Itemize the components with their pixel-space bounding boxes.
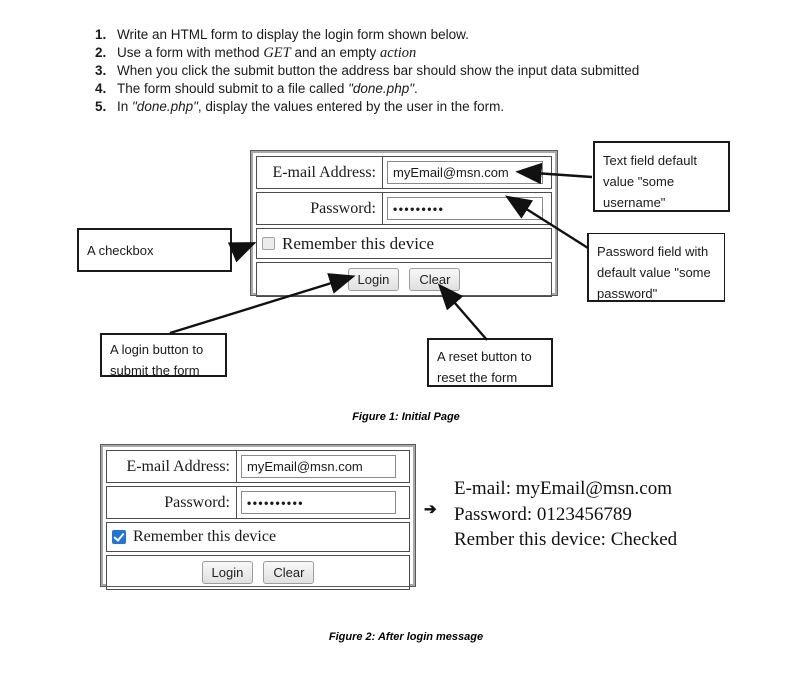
- password-row: Password: ••••••••••: [106, 486, 410, 519]
- buttons-row: Login Clear: [106, 555, 410, 590]
- clear-button[interactable]: Clear: [263, 561, 315, 584]
- email-row: E-mail Address: myEmail@msn.com: [106, 450, 410, 483]
- instruction-number: 5.: [95, 99, 107, 114]
- instruction-item: 3. When you click the submit button the …: [95, 63, 639, 81]
- instruction-item: 4. The form should submit to a file call…: [95, 81, 639, 99]
- figure1-caption: Figure 1: Initial Page: [352, 411, 460, 423]
- clear-button[interactable]: Clear: [409, 268, 461, 291]
- email-row: E-mail Address: myEmail@msn.com: [256, 156, 552, 189]
- text-part: Write an HTML form to display the login …: [117, 27, 469, 42]
- arrow-to-checkbox: [227, 242, 257, 263]
- login-button[interactable]: Login: [347, 268, 400, 291]
- result-line-remember: Rember this device: Checked: [454, 529, 678, 550]
- buttons-row: Login Clear: [256, 262, 552, 297]
- login-form-after: E-mail Address: myEmail@msn.com Password…: [100, 444, 416, 590]
- instruction-list: 1. Write an HTML form to display the log…: [95, 27, 639, 117]
- instruction-number: 1.: [95, 27, 107, 42]
- email-label: E-mail Address:: [107, 451, 237, 482]
- password-cell: ••••••••••: [237, 487, 409, 518]
- result-line-email: E-mail: myEmail@msn.com: [454, 478, 673, 499]
- text-part: .: [414, 81, 418, 96]
- remember-label: Remember this device: [282, 233, 435, 253]
- figure2-caption: Figure 2: After login message: [328, 631, 484, 643]
- password-label: Password:: [107, 487, 237, 518]
- instruction-text: Write an HTML form to display the login …: [117, 27, 469, 42]
- email-label: E-mail Address:: [257, 157, 383, 188]
- email-input[interactable]: myEmail@msn.com: [241, 455, 396, 478]
- password-cell: •••••••••: [383, 193, 551, 224]
- text-part: "done.php": [132, 99, 198, 114]
- after-login-message: E-mail: myEmail@msn.com Password: 012345…: [454, 476, 677, 553]
- login-form-initial: E-mail Address: myEmail@msn.com Password…: [250, 150, 558, 297]
- remember-row: Remember this device: [256, 228, 552, 259]
- email-cell: myEmail@msn.com: [237, 451, 409, 482]
- callout-username-default: Text field default value "some username": [593, 141, 730, 212]
- login-button[interactable]: Login: [201, 561, 254, 584]
- text-part: GET: [263, 45, 291, 61]
- text-part: In: [117, 99, 133, 114]
- instruction-number: 3.: [95, 63, 107, 78]
- password-input[interactable]: •••••••••: [387, 197, 543, 220]
- instruction-number: 2.: [95, 45, 107, 60]
- email-cell: myEmail@msn.com: [383, 157, 551, 188]
- instruction-item: 5. In "done.php", display the values ent…: [95, 99, 639, 117]
- password-row: Password: •••••••••: [256, 192, 552, 225]
- remember-checkbox[interactable]: [262, 237, 275, 250]
- instruction-item: 2. Use a form with method GET and an emp…: [95, 45, 639, 63]
- callout-checkbox: A checkbox: [77, 228, 232, 272]
- callout-login-button: A login button to submit the form: [100, 333, 227, 378]
- text-part: , display the values entered by the user…: [197, 99, 505, 114]
- instruction-text: In "done.php", display the values entere…: [117, 99, 504, 114]
- password-label: Password:: [257, 193, 383, 224]
- remember-checkbox-checked[interactable]: [112, 530, 126, 544]
- callout-password-default: Password field with default value "some …: [587, 233, 725, 302]
- email-input[interactable]: myEmail@msn.com: [387, 161, 543, 184]
- text-part: Use a form with method: [117, 45, 264, 60]
- result-line-password: Password: 0123456789: [454, 503, 632, 525]
- callout-reset-button: A reset button to reset the form: [427, 338, 553, 387]
- text-part: When you click the submit button the add…: [117, 63, 640, 78]
- text-part: and an empty: [290, 45, 381, 60]
- result-arrow-icon: ➔: [424, 501, 437, 518]
- instruction-text: When you click the submit button the add…: [117, 63, 639, 78]
- instruction-text: The form should submit to a file called …: [117, 81, 418, 96]
- password-input[interactable]: ••••••••••: [241, 491, 396, 514]
- remember-label: Remember this device: [133, 528, 277, 545]
- instruction-item: 1. Write an HTML form to display the log…: [95, 27, 639, 45]
- text-part: action: [380, 45, 417, 61]
- text-part: "done.php": [348, 81, 415, 96]
- instruction-number: 4.: [95, 81, 107, 96]
- instruction-text: Use a form with method GET and an empty …: [117, 45, 416, 62]
- remember-row: Remember this device: [106, 522, 410, 552]
- text-part: The form should submit to a file called: [117, 81, 349, 96]
